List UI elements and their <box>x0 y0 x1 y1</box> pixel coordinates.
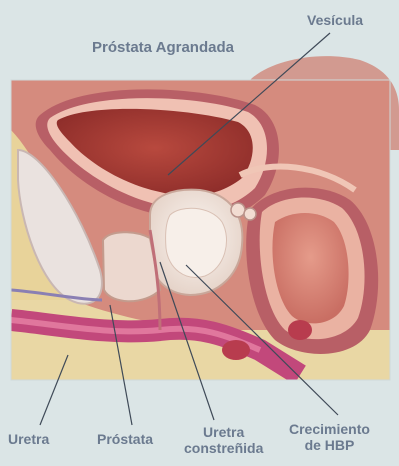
label-uretra-constrenida-line1: Uretra <box>184 424 263 440</box>
label-crecimiento-hbp: Crecimiento de HBP <box>289 421 370 453</box>
label-crecimiento-line1: Crecimiento <box>289 421 370 437</box>
label-prostata: Próstata <box>97 431 153 447</box>
label-vesicula: Vesícula <box>307 12 363 28</box>
label-uretra-constrenida-line2: constreñida <box>184 440 263 456</box>
label-crecimiento-line2: de HBP <box>289 437 370 453</box>
label-uretra-constrenida: Uretra constreñida <box>184 424 263 456</box>
diagram-title: Próstata Agrandada <box>92 40 234 56</box>
label-uretra: Uretra <box>8 431 49 447</box>
